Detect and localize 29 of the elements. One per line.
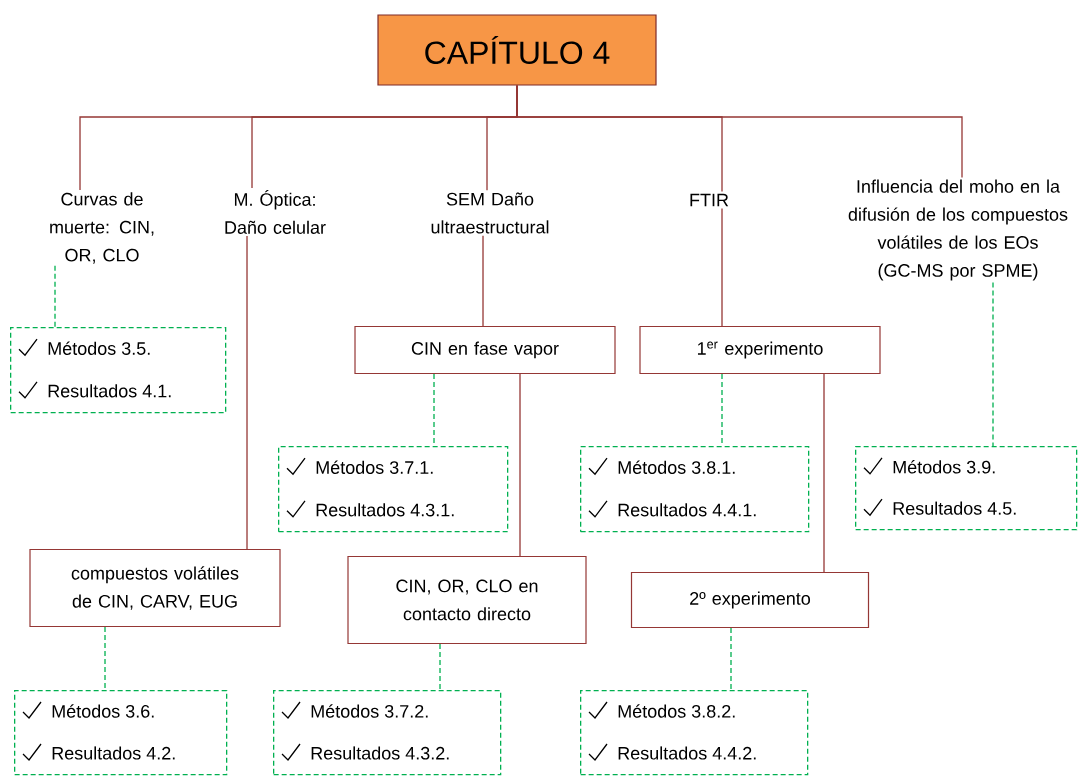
- checklist-box: Métodos 3.5. Resultados 4.1.: [10, 327, 227, 414]
- topic-box: CIN en fase vapor: [354, 325, 616, 375]
- topic-box: 1$^{er}$ experimento: [639, 325, 881, 375]
- connector-line: [721, 207, 723, 327]
- topic-box: 2º experimento: [630, 571, 870, 629]
- heading-text: M. Óptica: Daño celular: [225, 190, 326, 234]
- connector-line: [516, 84, 963, 179]
- topic-box: CIN, OR, CLO en contacto directo: [347, 555, 587, 645]
- heading-text: SEM Daño ultraestructural: [431, 192, 549, 234]
- checklist-box: Métodos 3.6. Resultados 4.2.: [14, 690, 228, 776]
- dashed-connector: [730, 627, 732, 691]
- heading-text: Influencia del moho en la difusión de los compuestos volátiles de los EOs (GC-MS por SPME): [848, 179, 1068, 281]
- connector-line: [246, 235, 248, 550]
- dashed-connector: [439, 643, 441, 691]
- dashed-connector: [104, 626, 106, 691]
- checklist-box: Métodos 3.7.1. Resultados 4.3.1.: [278, 446, 509, 533]
- dashed-connector: [992, 281, 994, 447]
- connector-line: [823, 373, 825, 573]
- dashed-connector: [54, 265, 56, 328]
- checklist-box: Métodos 3.8.1. Resultados 4.4.1.: [580, 446, 810, 533]
- heading-text: FTIR: [690, 193, 729, 207]
- heading-text: Curvas de muerte: CIN, OR, CLO: [50, 192, 154, 264]
- topic-box: compuestos volátiles de CIN, CARV, EUG: [29, 548, 281, 628]
- connector-line: [519, 373, 521, 557]
- checklist-box: Métodos 3.9. Resultados 4.5.: [855, 446, 1078, 531]
- checklist-box: Métodos 3.8.2. Resultados 4.4.2.: [580, 690, 809, 776]
- checklist-box: Métodos 3.7.2. Resultados 4.3.2.: [273, 690, 502, 776]
- chapter-box: CAPÍTULO 4: [377, 14, 657, 86]
- connector-line: [482, 235, 484, 327]
